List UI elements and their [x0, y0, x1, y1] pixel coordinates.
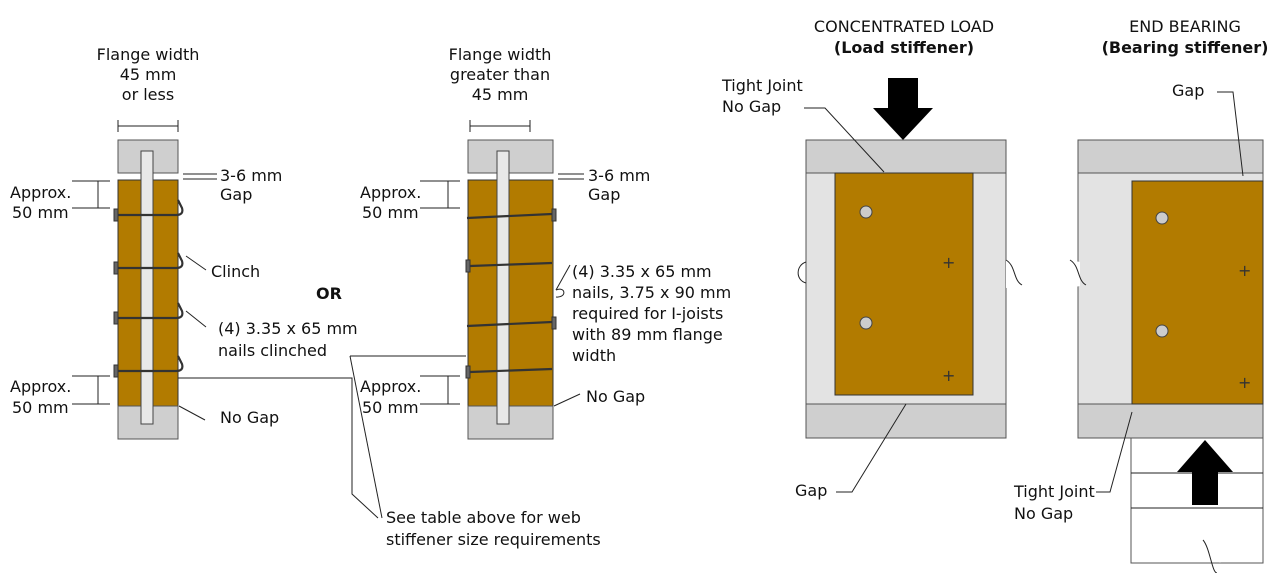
- concentrated-tight-joint-line1: Tight Joint: [721, 76, 803, 95]
- concentrated-load-detail: CONCENTRATED LOAD (Load stiffener) + + T…: [721, 17, 1023, 500]
- concentrated-nail-hole-1: [859, 205, 873, 219]
- end-bearing-tight-joint-line1: Tight Joint: [1013, 482, 1095, 501]
- middle-no-gap-label: No Gap: [586, 387, 645, 406]
- concentrated-tight-joint-line2: No Gap: [722, 97, 781, 116]
- left-gap-label-line2: Gap: [220, 185, 252, 204]
- middle-nails-label-line1: (4) 3.35 x 65 mm: [572, 262, 712, 281]
- see-table-label-line1: See table above for web: [386, 508, 581, 527]
- middle-gap-label-line2: Gap: [588, 185, 620, 204]
- left-flange-label-line2: 45 mm: [120, 65, 177, 84]
- left-stiffener-detail: Flange width 45 mm or less 3-6 mm Gap Ap…: [10, 45, 358, 440]
- left-nails-label-line2: nails clinched: [218, 341, 327, 360]
- left-no-gap-label: No Gap: [220, 408, 279, 427]
- concentrated-nail-hole-2: [859, 316, 873, 330]
- end-bearing-nail-mark-2: +: [1238, 373, 1251, 392]
- end-bearing-stiffener: [1131, 180, 1264, 405]
- concentrated-load-subtitle: (Load stiffener): [834, 38, 974, 57]
- middle-gap-label-line1: 3-6 mm: [588, 166, 650, 185]
- see-table-callout: See table above for web stiffener size r…: [178, 355, 601, 549]
- concentrated-nail-mark-2: +: [942, 366, 955, 385]
- concentrated-gap-label: Gap: [795, 481, 827, 500]
- middle-nails-label-line5: width: [572, 346, 616, 365]
- middle-angled-nails: [465, 208, 557, 379]
- middle-nails-leader-squiggle: [555, 288, 565, 298]
- end-bearing-reaction-arrow-icon: [1177, 440, 1233, 505]
- middle-stiffener-detail: Flange width greater than 45 mm 3-6 mm G…: [360, 45, 731, 440]
- left-nails-label-line1: (4) 3.35 x 65 mm: [218, 319, 358, 338]
- see-table-label-line2: stiffener size requirements: [386, 530, 601, 549]
- end-bearing-subtitle: (Bearing stiffener): [1102, 38, 1269, 57]
- end-bearing-bottom-flange: [1077, 403, 1264, 439]
- concentrated-load-bottom-flange: [805, 403, 1007, 439]
- middle-flange-label-line1: Flange width: [449, 45, 552, 64]
- concentrated-load-arrow-icon: [873, 78, 933, 140]
- middle-flange-label-line3: 45 mm: [472, 85, 529, 104]
- concentrated-nail-mark-1: +: [942, 253, 955, 272]
- left-clinch-label: Clinch: [211, 262, 260, 281]
- left-web: [140, 150, 154, 425]
- left-approx-top-line1: Approx.: [10, 183, 71, 202]
- end-bearing-nail-mark-1: +: [1238, 261, 1251, 280]
- left-approx-bottom-line1: Approx.: [10, 377, 71, 396]
- end-bearing-detail: END BEARING (Bearing stiffener) + + Gap …: [1013, 17, 1268, 573]
- middle-top-flange: [467, 139, 554, 174]
- end-bearing-tight-joint-line2: No Gap: [1014, 504, 1073, 523]
- end-bearing-nail-hole-2: [1155, 324, 1169, 338]
- left-gap-label-line1: 3-6 mm: [220, 166, 282, 185]
- middle-approx-top-line1: Approx.: [360, 183, 421, 202]
- middle-web: [496, 150, 510, 425]
- end-bearing-gap-label: Gap: [1172, 81, 1204, 100]
- middle-approx-bottom-line2: 50 mm: [362, 398, 419, 417]
- middle-nails-label-line4: with 89 mm flange: [572, 325, 723, 344]
- or-label: OR: [316, 284, 342, 303]
- end-bearing-nail-hole-1: [1155, 211, 1169, 225]
- middle-approx-bottom-line1: Approx.: [360, 377, 421, 396]
- middle-nails-label-line2: nails, 3.75 x 90 mm: [572, 283, 731, 302]
- middle-approx-top-line2: 50 mm: [362, 203, 419, 222]
- middle-flange-label-line2: greater than: [450, 65, 550, 84]
- left-clinched-nails: [113, 199, 184, 378]
- concentrated-load-title: CONCENTRATED LOAD: [814, 17, 994, 36]
- concentrated-load-top-flange: [805, 139, 1007, 174]
- middle-bottom-flange: [467, 405, 554, 440]
- end-bearing-top-flange: [1077, 139, 1264, 174]
- left-approx-top-line2: 50 mm: [12, 203, 69, 222]
- concentrated-load-stiffener: [834, 172, 974, 396]
- end-bearing-title: END BEARING: [1129, 17, 1241, 36]
- middle-nails-label-line3: required for I-joists: [572, 304, 723, 323]
- left-flange-label-line3: or less: [122, 85, 174, 104]
- left-approx-bottom-line2: 50 mm: [12, 398, 69, 417]
- left-flange-label-line1: Flange width: [97, 45, 200, 64]
